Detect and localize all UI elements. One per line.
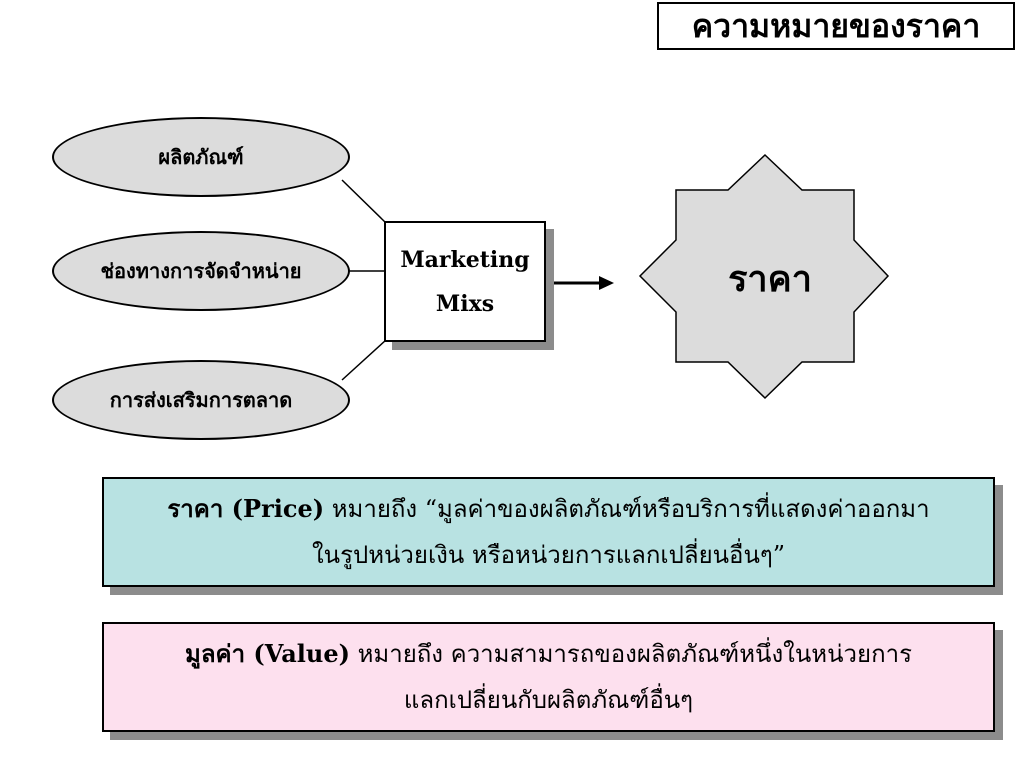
price-term: ราคา (Price) bbox=[167, 494, 325, 523]
input-channel-ellipse: ช่องทางการจัดจำหน่าย bbox=[52, 231, 350, 311]
marketing-mix-label-line1: Marketing bbox=[400, 246, 530, 273]
price-definition-text: ราคา (Price) หมายถึง “มูลค่าของผลิตภัณฑ์… bbox=[167, 486, 929, 578]
value-term: มูลค่า (Value) bbox=[185, 639, 350, 668]
value-definition-line1: หมายถึง ความสามารถของผลิตภัณฑ์หนึ่งในหน่… bbox=[357, 640, 912, 668]
page-title: ความหมายของราคา bbox=[657, 2, 1015, 50]
marketing-mix-box: Marketing Mixs bbox=[384, 221, 546, 342]
marketing-mix-label-line2: Mixs bbox=[435, 290, 495, 317]
price-definition-line1: หมายถึง “มูลค่าของผลิตภัณฑ์หรือบริการที่… bbox=[331, 495, 930, 523]
connector-line-promotion bbox=[341, 339, 387, 381]
price-star-label: ราคา bbox=[728, 257, 812, 300]
price-definition-line2: ในรูปหน่วยเงิน หรือหน่วยการแลกเปลี่ยนอื่… bbox=[311, 541, 786, 569]
input-product-ellipse: ผลิตภัณฑ์ bbox=[52, 117, 350, 197]
arrow-head-icon bbox=[599, 276, 614, 290]
price-definition-box: ราคา (Price) หมายถึง “มูลค่าของผลิตภัณฑ์… bbox=[102, 477, 995, 587]
input-promotion-ellipse: การส่งเสริมการตลาด bbox=[52, 360, 350, 440]
value-definition-line2: แลกเปลี่ยนกับผลิตภัณฑ์อื่นๆ bbox=[403, 686, 694, 714]
value-definition-box: มูลค่า (Value) หมายถึง ความสามารถของผลิต… bbox=[102, 622, 995, 732]
price-star-shape bbox=[638, 153, 890, 400]
connector-line-product bbox=[341, 179, 387, 224]
value-definition-text: มูลค่า (Value) หมายถึง ความสามารถของผลิต… bbox=[185, 631, 912, 723]
